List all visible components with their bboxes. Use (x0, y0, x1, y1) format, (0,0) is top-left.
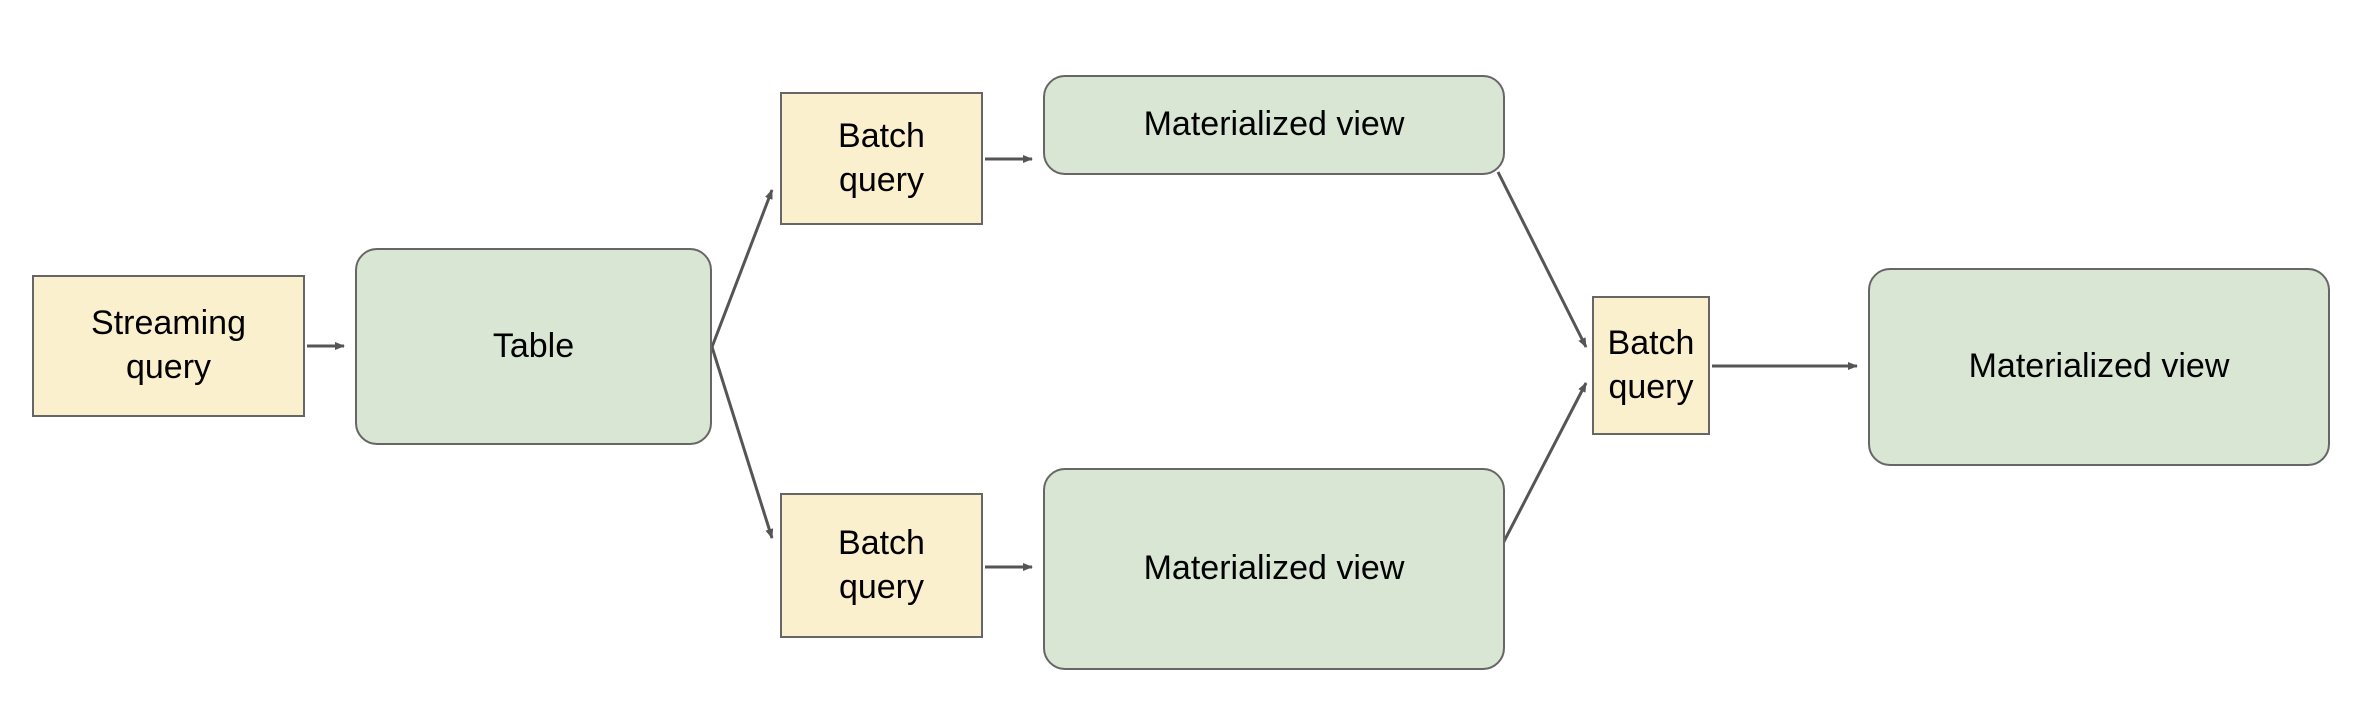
node-materialized-view-final[interactable]: Materialized view (1868, 268, 2330, 466)
node-materialized-view-bottom-label: Materialized view (1143, 549, 1405, 588)
node-batch-query-top-label: Batch query (838, 116, 925, 199)
node-batch-query-bottom-label: Batch query (838, 523, 925, 606)
node-table[interactable]: Table (355, 248, 712, 445)
edge-table-to-batch-top (710, 189, 774, 348)
edge-table-to-batch-bottom (710, 346, 774, 539)
node-materialized-view-top[interactable]: Materialized view (1043, 75, 1505, 175)
node-streaming-query[interactable]: Streaming query (32, 275, 305, 417)
edge-mv-bottom-to-batch-merge (1496, 382, 1588, 554)
node-batch-query-bottom[interactable]: Batch query (780, 493, 983, 638)
node-batch-query-merge[interactable]: Batch query (1592, 296, 1710, 435)
node-table-label: Table (492, 326, 575, 365)
node-materialized-view-final-label: Materialized view (1968, 347, 2230, 386)
node-batch-query-top[interactable]: Batch query (780, 92, 983, 225)
node-materialized-view-bottom[interactable]: Materialized view (1043, 468, 1505, 670)
node-batch-query-merge-label: Batch query (1607, 323, 1695, 406)
node-materialized-view-top-label: Materialized view (1143, 105, 1405, 144)
node-streaming-query-label: Streaming query (91, 304, 246, 386)
edge-mv-top-to-batch-merge (1496, 171, 1588, 348)
